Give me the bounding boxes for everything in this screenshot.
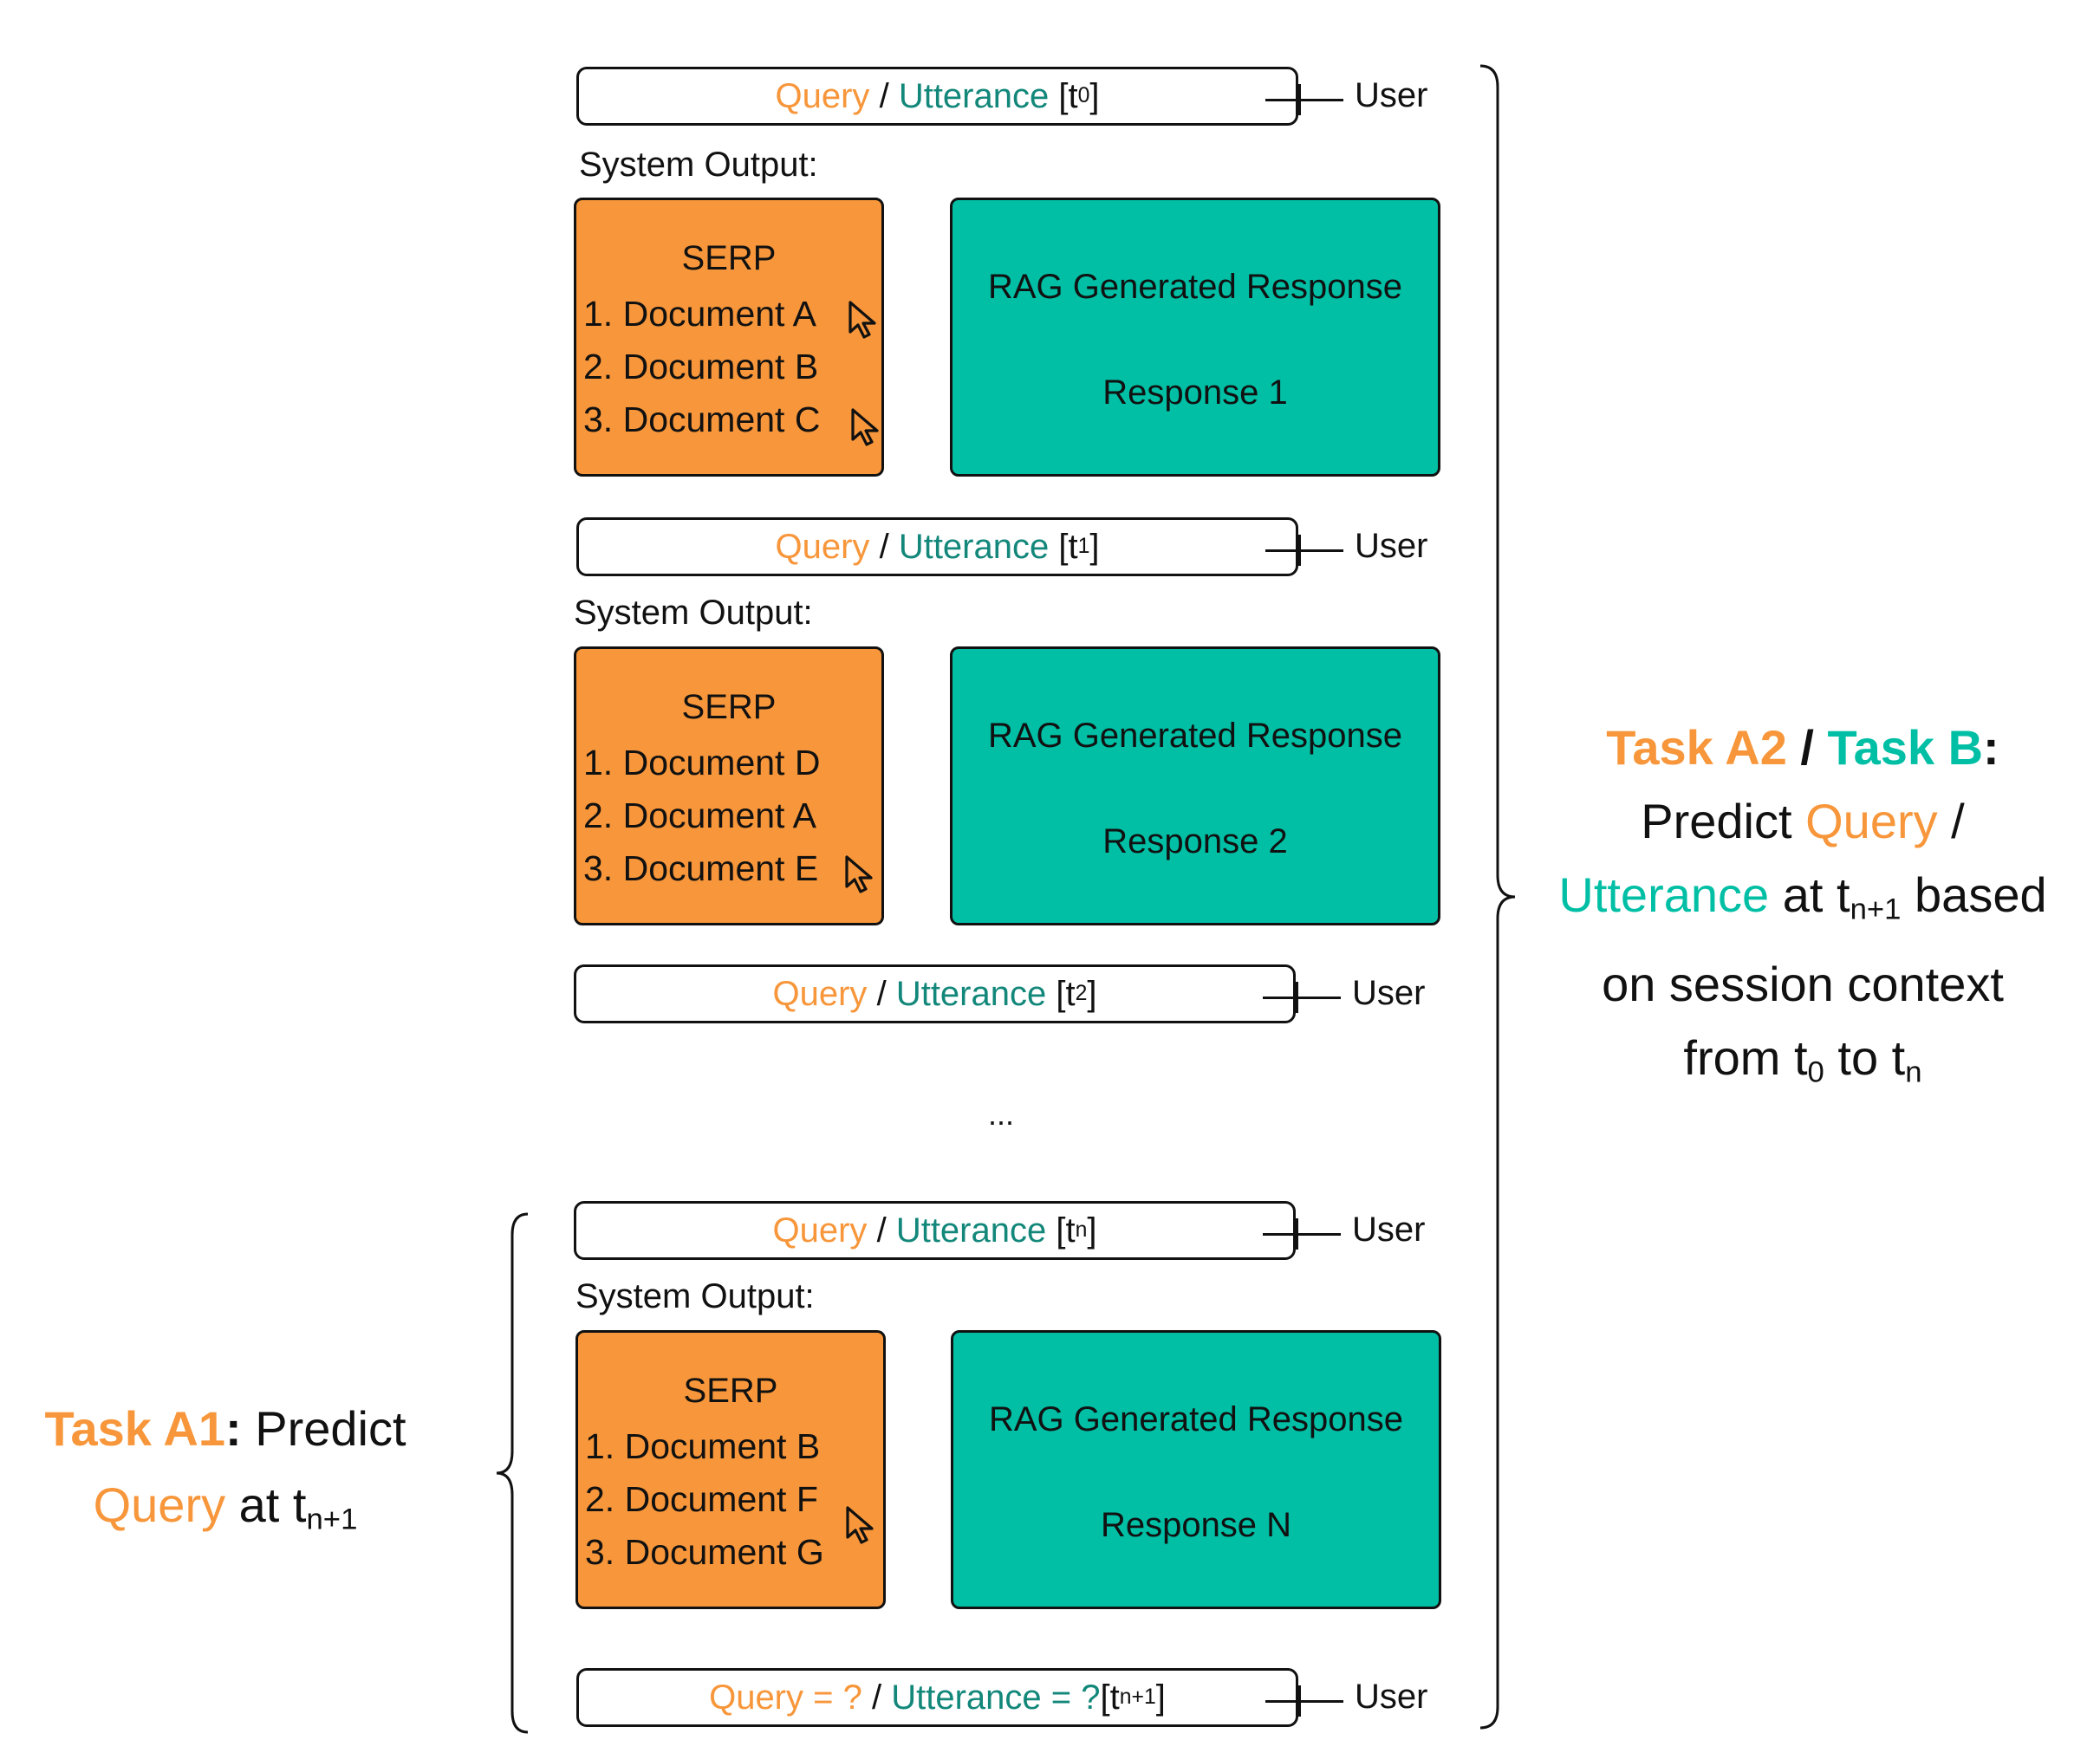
subscript: 0 — [1807, 1055, 1824, 1089]
slash: / — [879, 527, 889, 566]
serp-box: SERP 1. Document B 2. Document F 3. Docu… — [575, 1330, 886, 1609]
cursor-icon — [845, 855, 873, 893]
rag-response-box: RAG Generated Response Response 1 — [950, 198, 1440, 477]
slash: / — [879, 76, 889, 115]
rag-title: RAG Generated Response — [987, 717, 1403, 755]
user-label: User — [1352, 1211, 1426, 1249]
rag-response: Response 2 — [1102, 822, 1288, 860]
user-connector — [1265, 549, 1343, 552]
user-label: User — [1355, 76, 1428, 114]
query-word: Query — [772, 974, 868, 1013]
connector-tick — [1298, 84, 1301, 115]
subscript: n+1 — [1850, 893, 1902, 926]
query-word: Query — [775, 527, 870, 566]
serp-doc: 1. Document B — [585, 1426, 821, 1466]
cursor-icon — [851, 408, 879, 446]
serp-doc: 2. Document F — [585, 1479, 818, 1519]
slash: / — [876, 1211, 887, 1250]
serp-box: SERP 1. Document A 2. Document B 3. Docu… — [574, 198, 884, 477]
serp-doc: 1. Document D — [583, 743, 821, 782]
to-text: to t — [1837, 1029, 1906, 1085]
serp-box: SERP 1. Document D 2. Document A 3. Docu… — [574, 646, 884, 925]
predict-text: Predict — [255, 1401, 406, 1456]
timestamp: n+1 — [1119, 1685, 1156, 1709]
timestamp: 2 — [1075, 982, 1088, 1005]
utterance-unknown: Utterance = ? — [891, 1678, 1101, 1717]
serp-doc: 2. Document B — [583, 347, 819, 386]
connector-tick — [1298, 535, 1301, 566]
utterance-word: Utterance — [895, 1211, 1047, 1250]
user-connector — [1263, 1233, 1341, 1236]
timestamp: 1 — [1077, 535, 1090, 558]
user-label: User — [1352, 974, 1426, 1012]
utterance-word: Utterance — [898, 527, 1050, 566]
timestamp: 0 — [1077, 84, 1090, 107]
utterance-word: Utterance — [898, 76, 1050, 115]
system-output-label: System Output: — [574, 594, 813, 632]
slash: / — [1800, 720, 1814, 775]
user-connector — [1263, 997, 1341, 999]
query-text: Query — [1805, 794, 1938, 848]
serp-title: SERP — [681, 688, 777, 726]
slash: / — [871, 1678, 882, 1717]
query-text: Query — [93, 1477, 226, 1532]
timestamp: n — [1075, 1218, 1088, 1242]
serp-doc: 1. Document A — [583, 294, 816, 334]
serp-title: SERP — [681, 239, 777, 277]
slash: / — [876, 974, 887, 1013]
serp-doc: 2. Document A — [583, 795, 816, 835]
user-connector — [1265, 99, 1343, 101]
task-a1-annotation: Task A1: Predict Query at tn+1 — [44, 1401, 406, 1536]
cursor-icon — [848, 301, 876, 339]
system-output-label: System Output: — [575, 1277, 815, 1315]
system-output-label: System Output: — [579, 146, 818, 184]
serp-doc: 3. Document E — [583, 848, 819, 888]
subscript: n — [1905, 1055, 1922, 1089]
rag-title: RAG Generated Response — [987, 268, 1403, 306]
query-word: Query — [775, 76, 870, 115]
slash: / — [1951, 794, 1965, 848]
rag-title: RAG Generated Response — [988, 1400, 1404, 1438]
utterance-text: Utterance — [1558, 867, 1770, 922]
context-text: on session context — [1602, 956, 2004, 1011]
left-brace — [496, 1212, 529, 1734]
at-text: at t — [238, 1477, 307, 1532]
right-brace — [1479, 64, 1516, 1730]
connector-tick — [1296, 982, 1298, 1013]
user-label: User — [1355, 527, 1428, 565]
task-a2-b-annotation: Task A2 / Task B: Predict Query / Uttera… — [1508, 711, 2097, 1109]
serp-doc: 3. Document G — [585, 1532, 824, 1572]
connector-tick — [1298, 1685, 1301, 1717]
rag-response-box: RAG Generated Response Response N — [951, 1330, 1441, 1609]
serp-doc: 3. Document C — [583, 399, 821, 439]
connector-tick — [1296, 1218, 1298, 1250]
task-b-name: Task B — [1827, 720, 1984, 775]
task-a1-name: Task A1 — [44, 1401, 226, 1456]
rag-response: Response N — [1100, 1506, 1292, 1544]
at-text: at t — [1782, 867, 1850, 922]
serp-title: SERP — [683, 1372, 778, 1410]
query-unknown: Query = ? — [709, 1678, 862, 1717]
task-a2-name: Task A2 — [1606, 720, 1787, 775]
rag-response-box: RAG Generated Response Response 2 — [950, 646, 1440, 925]
cursor-icon — [846, 1506, 874, 1544]
user-connector — [1265, 1700, 1343, 1703]
predict-text: Predict — [1641, 794, 1792, 848]
rag-response: Response 1 — [1102, 373, 1288, 412]
ellipsis: ... — [988, 1096, 1015, 1132]
query-word: Query — [772, 1211, 868, 1250]
subscript: n+1 — [306, 1503, 358, 1536]
utterance-word: Utterance — [895, 974, 1047, 1013]
based-text: based — [1915, 867, 2047, 922]
user-label: User — [1355, 1678, 1428, 1716]
from-text: from t — [1683, 1029, 1808, 1085]
